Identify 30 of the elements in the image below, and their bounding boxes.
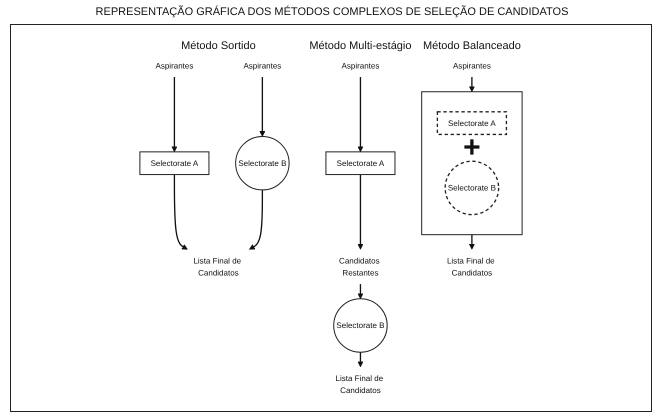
- section-heading: Método Balanceado: [422, 40, 521, 52]
- node-text: Lista Final de Candidatos: [335, 374, 384, 395]
- arrow: [171, 77, 178, 152]
- section-heading: Método Sortido: [181, 40, 256, 52]
- arrow: [468, 234, 475, 250]
- node-text: Aspirantes: [155, 61, 194, 70]
- section-heading: Método Multi-estágio: [309, 40, 412, 52]
- arrow: [358, 352, 364, 368]
- arrow: [259, 77, 266, 137]
- arrow: [249, 190, 264, 250]
- node-text: Lista Final de Candidatos: [446, 256, 495, 278]
- node-box: [139, 151, 210, 176]
- arrow: [174, 174, 188, 250]
- arrow: [358, 284, 364, 300]
- node-circle: [333, 298, 388, 353]
- diagram-title: REPRESENTAÇÃO GRÁFICA DOS MÉTODOS COMPLEXOS DE SELEÇÃO DE CANDIDATOS: [94, 6, 570, 18]
- node-circle: [235, 136, 290, 190]
- arrow: [358, 174, 364, 250]
- node-box: [436, 111, 508, 136]
- cluster: [421, 91, 523, 236]
- plus-sign: +: [463, 130, 481, 165]
- node-circle: [444, 160, 500, 216]
- node-text: Lista Final de Candidatos: [193, 256, 242, 278]
- node-box: [325, 151, 396, 176]
- node-text: Aspirantes: [243, 61, 282, 70]
- node-text: Candidatos Restantes: [339, 256, 380, 278]
- arrow: [468, 77, 475, 92]
- arrow: [358, 77, 364, 152]
- node-text: Aspirantes: [452, 61, 491, 70]
- node-text: Aspirantes: [342, 61, 380, 70]
